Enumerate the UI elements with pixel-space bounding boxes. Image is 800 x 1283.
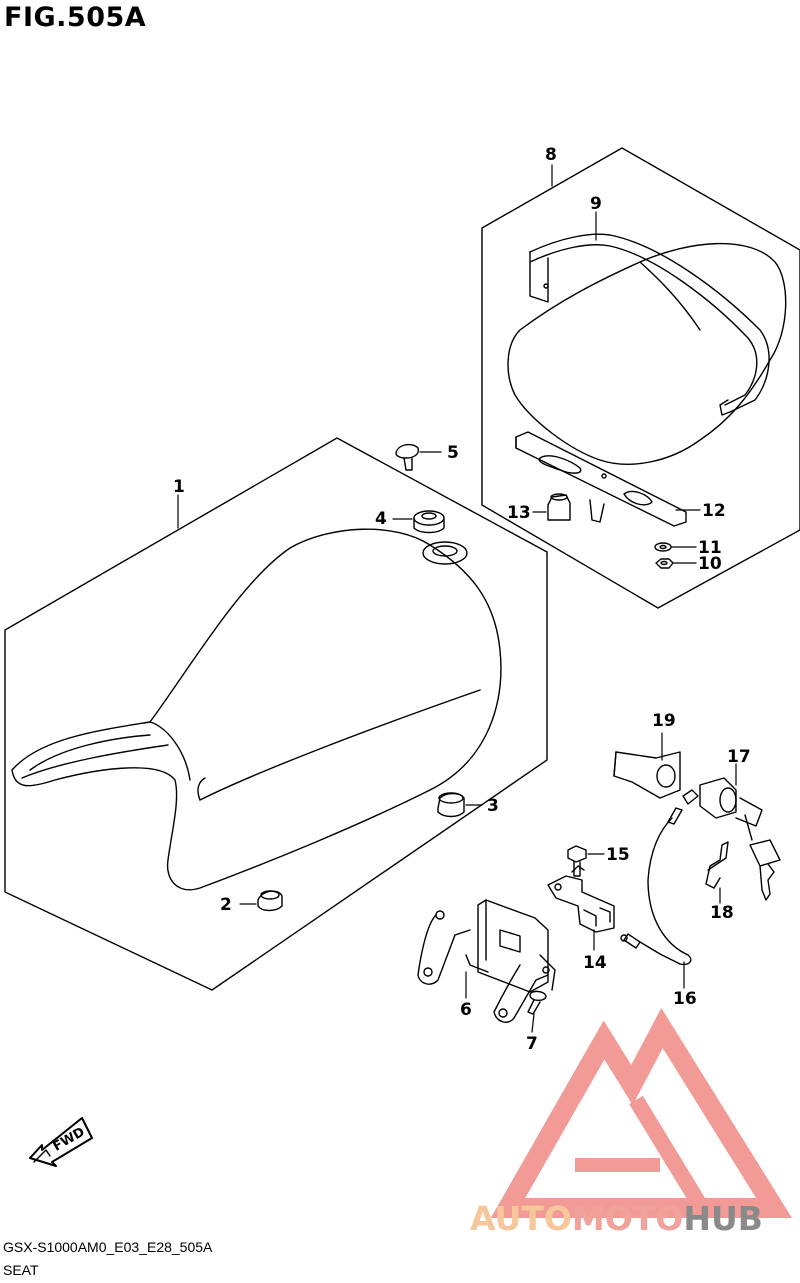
watermark-text: AUTOMOTOHUB [470,1199,763,1238]
screw-7 [527,990,547,1015]
figure-title: FIG.505A [4,2,147,33]
reference-numbers: 1 2 3 4 5 6 7 8 9 10 11 12 13 14 15 16 1… [51,145,751,1155]
watermark-hub: HUB [683,1199,763,1238]
seat-lock-cable [620,789,699,966]
part-number[interactable]: 7 [526,1034,538,1054]
part-number[interactable]: 18 [710,903,734,923]
part-number[interactable]: 4 [375,509,387,529]
part-number[interactable]: 11 [698,538,722,558]
seat-lock-latch [547,865,615,933]
lock-bracket [613,751,681,799]
bolt-15 [567,845,587,877]
part-number[interactable]: 14 [583,953,607,973]
leader-lines [177,164,737,1033]
part-number[interactable]: 10 [698,554,722,574]
watermark-logo [490,1007,792,1218]
retainer-clip [705,841,729,889]
rubber-stopper [547,493,571,521]
part-number[interactable]: 17 [727,747,751,767]
bolt-5 [395,443,420,471]
cushion-2 [257,890,283,912]
rear-seat-frame [481,147,800,609]
part-number[interactable]: 2 [220,895,232,915]
seat-hole-ring [422,541,468,565]
part-number[interactable]: 15 [606,845,630,865]
part-number[interactable]: 9 [590,194,602,214]
grab-handle [529,233,770,416]
part-number[interactable]: 12 [702,501,726,521]
figure-caption: SEAT [3,1262,39,1278]
nut [655,558,674,569]
watermark-auto: AUTO [470,1199,572,1238]
cushion-3 [437,792,465,818]
seat-lock-cylinder [699,777,781,901]
seat-bracket-plate [515,431,687,527]
part-number[interactable]: 5 [447,443,459,463]
part-number[interactable]: 13 [507,503,531,523]
fwd-arrow-icon [29,1117,93,1167]
seat-hinge-bracket [417,899,556,1023]
rear-seat [507,242,787,465]
washer [654,542,672,552]
watermark-moto: MOTO [572,1199,683,1238]
seat-assembly-frame [4,437,548,991]
part-number[interactable]: 8 [545,145,557,165]
part-number[interactable]: 1 [173,477,185,497]
part-number[interactable]: 3 [487,796,499,816]
model-code: GSX-S1000AM0_E03_E28_505A [3,1239,213,1255]
part-number[interactable]: 16 [673,989,697,1009]
front-seat [11,528,502,891]
part-number[interactable]: 19 [652,711,676,731]
grommet [413,510,445,534]
part-number[interactable]: 6 [460,1000,472,1020]
